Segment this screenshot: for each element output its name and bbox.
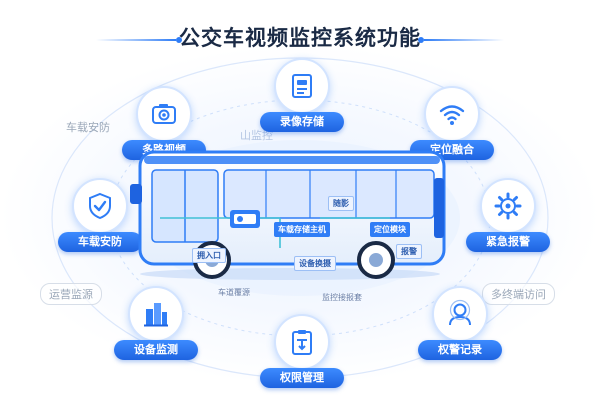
bus-host-label: 车载存储主机	[274, 222, 330, 237]
feature-positioning-icon-circle	[424, 86, 480, 142]
feature-multi-video-icon-circle	[136, 86, 192, 142]
storage-box-icon	[292, 74, 312, 98]
bus-speed-label: 车道覆源	[218, 288, 250, 297]
user-badge-icon	[449, 299, 471, 326]
gear-alarm-icon	[494, 192, 522, 220]
feature-recording-icon-circle	[274, 58, 330, 114]
title-block: 公交车视频监控系统功能	[0, 10, 600, 50]
shield-check-icon	[89, 192, 111, 220]
bus-alarm-button-label: 报警	[396, 244, 422, 259]
feature-recording-label: 录像存储	[260, 112, 344, 132]
ghost-label-top-center: 山监控	[240, 130, 273, 142]
camera-icon	[152, 104, 176, 124]
feature-log-icon-circle	[432, 286, 488, 342]
bus-illustration: 随影 车载存储主机 定位模块 拥入口 设备换摄 报警	[130, 148, 450, 280]
bus-body	[130, 150, 446, 280]
ghost-label-mid-right: 多终端访问	[482, 283, 555, 305]
ghost-label-top-left: 车载安防	[66, 122, 110, 134]
bus-cam-switch-label: 设备换摄	[294, 256, 336, 271]
feature-device-label: 设备监测	[114, 340, 198, 360]
ghost-label-mid-left: 运营监源	[40, 283, 102, 305]
clipboard-icon	[292, 330, 312, 355]
bus-smart-tag: 随影	[328, 196, 354, 211]
title-decor-right	[424, 39, 504, 41]
feature-log: 权警记录	[418, 286, 502, 360]
title-dot-left	[176, 37, 182, 43]
feature-alarm-label: 紧急报警	[466, 232, 550, 252]
feature-security-label: 车载安防	[58, 232, 142, 252]
feature-alarm-icon-circle	[480, 178, 536, 234]
title-decor-left	[96, 39, 176, 41]
feature-alarm: 紧急报警	[466, 178, 550, 252]
title-dot-right	[418, 37, 424, 43]
feature-permission-label: 权限管理	[260, 368, 344, 388]
wifi-signal-icon	[439, 105, 465, 125]
feature-permission: 权限管理	[260, 314, 344, 388]
feature-device: 设备监测	[114, 286, 198, 360]
buildings-icon	[144, 303, 168, 327]
feature-recording: 录像存储	[260, 58, 344, 132]
bus-entry-label: 拥入口	[192, 248, 226, 263]
page-title: 公交车视频监控系统功能	[179, 27, 421, 50]
feature-permission-icon-circle	[274, 314, 330, 370]
feature-log-label: 权警记录	[418, 340, 502, 360]
feature-security-icon-circle	[72, 178, 128, 234]
bus-location-label: 定位模块	[370, 222, 410, 237]
bus-uplink-label: 监控接报套	[322, 293, 362, 302]
feature-device-icon-circle	[128, 286, 184, 342]
feature-security: 车载安防	[58, 178, 142, 252]
